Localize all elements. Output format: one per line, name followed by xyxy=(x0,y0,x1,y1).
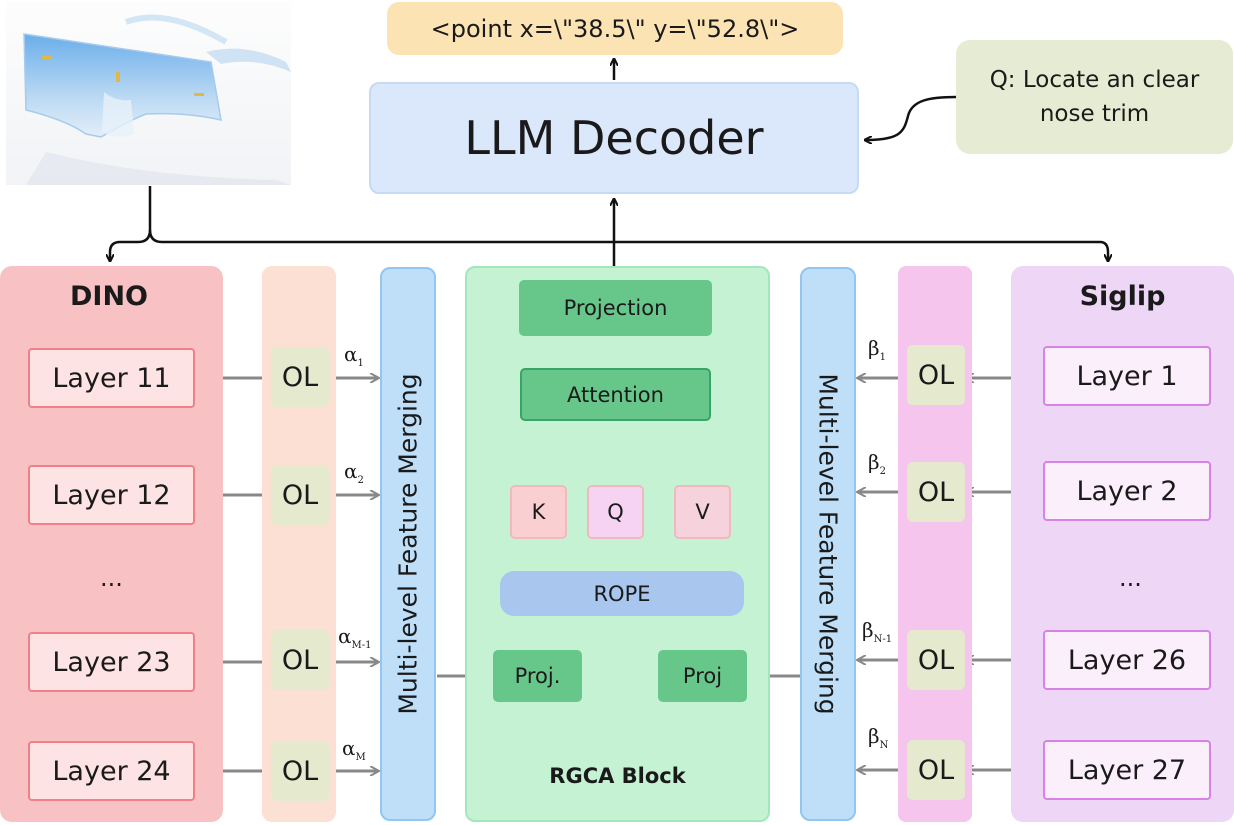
ol-box: OL xyxy=(907,740,965,800)
siglip-layer: Layer 26 xyxy=(1043,630,1211,690)
alpha-weight: αM-1 xyxy=(338,624,372,651)
siglip-layer: Layer 1 xyxy=(1043,346,1211,406)
dino-title: DINO xyxy=(69,280,148,312)
rgca-block-label: RGCA Block xyxy=(549,764,686,788)
dino-layer: Layer 24 xyxy=(28,741,195,801)
proj-right-box: Proj xyxy=(658,650,747,702)
siglip-ellipsis: ... xyxy=(1119,564,1142,592)
ol-box: OL xyxy=(271,465,329,525)
ol-box: OL xyxy=(907,345,965,405)
value-box: V xyxy=(674,485,731,539)
key-box: K xyxy=(510,485,567,539)
dino-layer: Layer 12 xyxy=(28,465,195,525)
siglip-layer: Layer 2 xyxy=(1043,461,1211,521)
projection-box: Projection xyxy=(519,280,712,336)
dino-layer: Layer 11 xyxy=(28,348,195,408)
feature-merging-right: Multi-level Feature Merging xyxy=(800,267,856,821)
ol-box: OL xyxy=(271,630,329,690)
rope-box: ROPE xyxy=(500,571,744,616)
alpha-weight: αM xyxy=(342,736,366,763)
feature-merging-left: Multi-level Feature Merging xyxy=(380,267,436,821)
rgca-block xyxy=(465,266,770,822)
model-output-bubble: <point x=\"38.5\" y=\"52.8\"> xyxy=(387,2,843,55)
alpha-weight: α2 xyxy=(344,459,364,486)
sunglasses-illustration xyxy=(23,14,291,185)
proj-left-box: Proj. xyxy=(493,650,582,702)
attention-box: Attention xyxy=(520,368,711,421)
llm-decoder-label: LLM Decoder xyxy=(464,111,764,165)
query-box: Q xyxy=(587,485,644,539)
siglip-layer: Layer 27 xyxy=(1043,740,1211,800)
beta-weight: β2 xyxy=(868,450,886,477)
ol-box: OL xyxy=(907,630,965,690)
dino-ellipsis: ... xyxy=(100,564,123,592)
beta-weight: βN xyxy=(868,724,889,751)
question-text: Q: Locate an clear nose trim xyxy=(989,67,1200,127)
question-box: Q: Locate an clear nose trim xyxy=(956,40,1233,154)
alpha-weight: α1 xyxy=(344,342,364,369)
feature-merging-left-label: Multi-level Feature Merging xyxy=(393,373,423,715)
beta-weight: βN-1 xyxy=(862,618,893,645)
siglip-title: Siglip xyxy=(1079,280,1166,312)
llm-decoder-box: LLM Decoder xyxy=(369,82,859,194)
dino-layer: Layer 23 xyxy=(28,632,195,692)
ol-box: OL xyxy=(907,462,965,522)
ol-box: OL xyxy=(271,741,329,801)
feature-merging-right-label: Multi-level Feature Merging xyxy=(813,373,843,715)
ol-box: OL xyxy=(271,347,329,407)
output-text: <point x=\"38.5\" y=\"52.8\"> xyxy=(430,14,800,43)
input-image xyxy=(6,2,291,185)
beta-weight: β1 xyxy=(868,336,886,363)
